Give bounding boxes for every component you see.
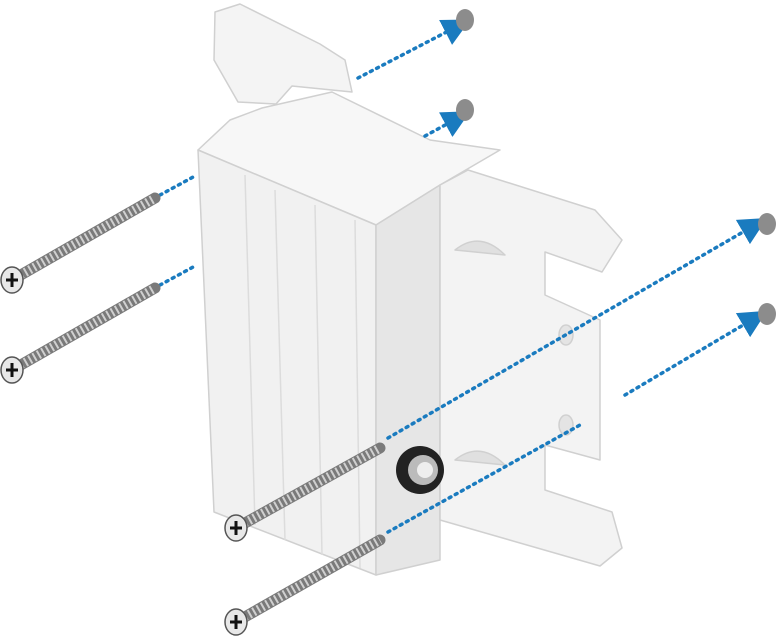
guide-line <box>425 118 458 136</box>
screw-icon <box>1 288 155 383</box>
rubber-grommet <box>396 446 444 494</box>
screw-icon <box>1 198 155 293</box>
screw-icon <box>225 540 380 635</box>
bracket-top-tab <box>214 4 352 104</box>
wall-anchor-icon <box>758 213 776 235</box>
guide-line <box>160 266 195 285</box>
wall-anchor-icon <box>758 303 776 325</box>
guide-line <box>358 26 458 78</box>
bracket-right-face <box>376 185 440 575</box>
wall-anchor-icon <box>456 9 474 31</box>
bracket-front-face <box>198 150 376 575</box>
bracket-flange <box>440 170 622 566</box>
guide-line <box>625 318 755 395</box>
wall-anchor-icon <box>456 99 474 121</box>
guide-line <box>160 176 195 195</box>
